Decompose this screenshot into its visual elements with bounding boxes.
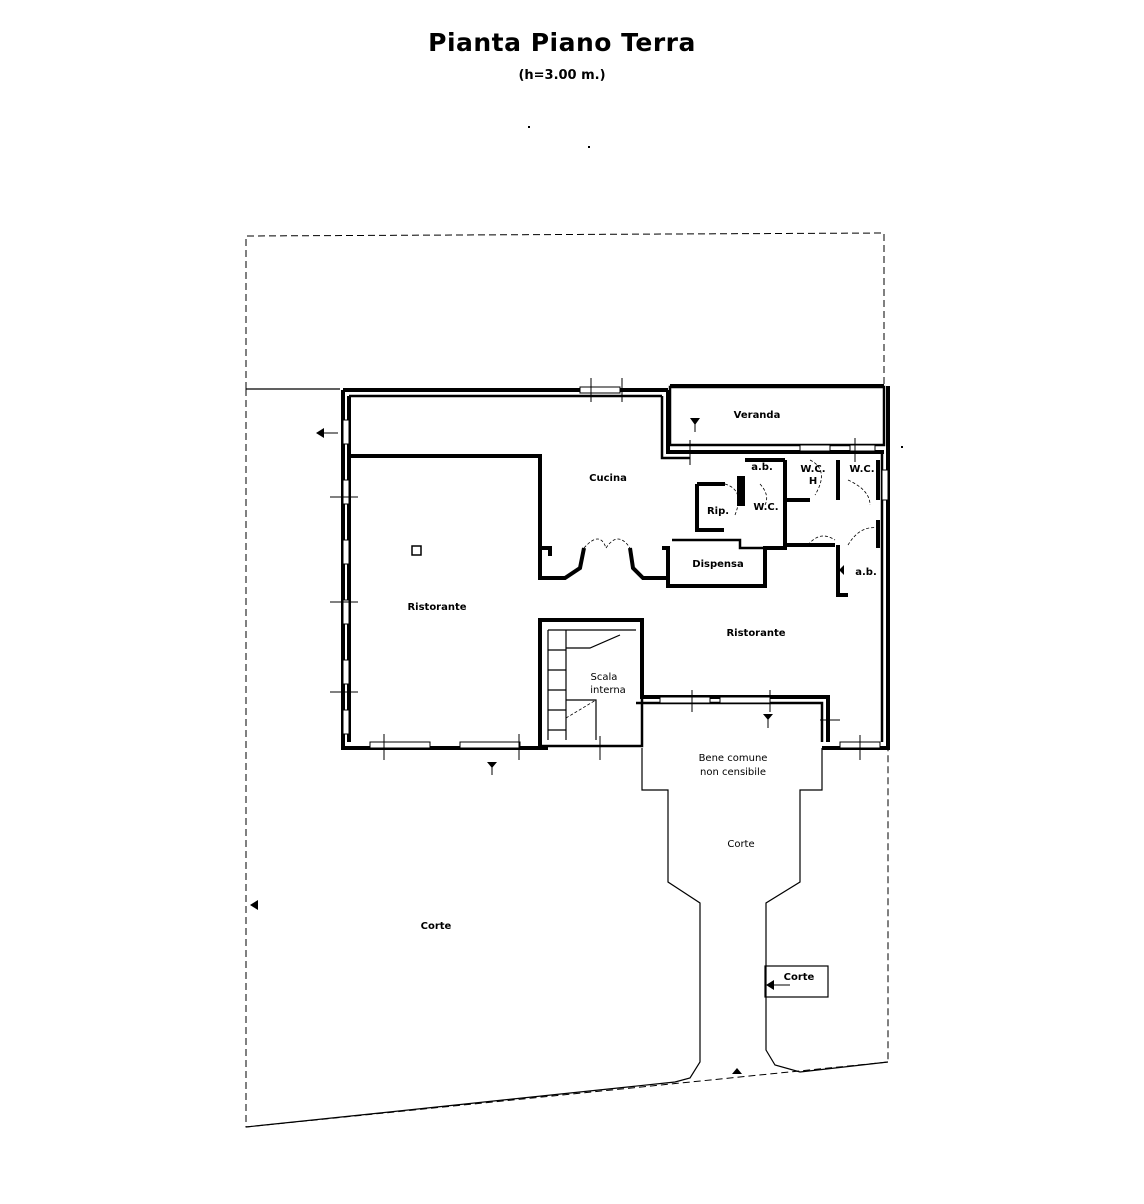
label-scala-1: Scala	[591, 672, 618, 683]
label-wc-2: W.C.	[849, 464, 874, 475]
label-ab-1: a.b.	[751, 462, 773, 473]
label-scala-2: interna	[590, 685, 626, 696]
label-bene-2: non censibile	[700, 767, 766, 778]
plan-subtitle: (h=3.00 m.)	[518, 68, 606, 83]
stair-well	[538, 618, 644, 748]
label-ristorante-right: Ristorante	[726, 628, 785, 639]
corte-small-box	[764, 965, 829, 998]
entry-arrows	[250, 418, 844, 1074]
lot-boundary-lower	[245, 388, 889, 1128]
common-area-outline	[245, 748, 889, 1128]
interior-walls	[349, 454, 880, 597]
label-wc-3: W.C.	[753, 502, 778, 513]
doors	[583, 459, 879, 549]
label-wc-h-2: H	[809, 476, 817, 487]
label-dispensa: Dispensa	[692, 559, 743, 570]
label-corte-center: Corte	[727, 839, 754, 850]
specks	[528, 126, 903, 448]
label-corte-left: Corte	[421, 921, 452, 932]
label-ab-2: a.b.	[855, 567, 877, 578]
section-markers	[330, 378, 861, 760]
label-corte-small: Corte	[784, 972, 815, 983]
plan-title: Pianta Piano Terra	[428, 28, 696, 57]
column-marker	[411, 545, 422, 556]
label-cucina: Cucina	[589, 473, 627, 484]
label-bene-1: Bene comune	[699, 753, 768, 764]
lot-boundary-upper	[245, 232, 885, 389]
label-rip: Rip.	[707, 506, 729, 517]
label-veranda: Veranda	[734, 410, 781, 421]
windows	[342, 386, 889, 749]
room-labels: Veranda Cucina a.b. W.C. H W.C. W.C. Rip…	[407, 410, 876, 983]
label-wc-h-1: W.C.	[800, 464, 825, 475]
label-ristorante-left: Ristorante	[407, 602, 466, 613]
